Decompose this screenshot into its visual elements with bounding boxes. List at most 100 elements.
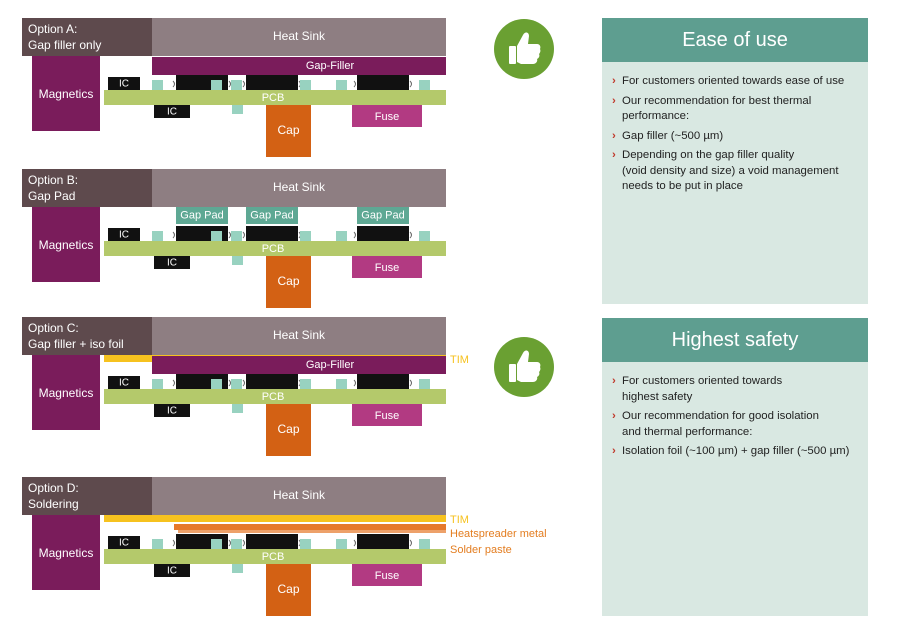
pcb-label: PCB [262, 92, 285, 104]
heat-sink-label: Heat Sink [273, 488, 326, 502]
smd-component [211, 379, 222, 389]
ic-top [108, 376, 140, 389]
gap-pad [357, 207, 409, 224]
cap-label: Cap [277, 274, 299, 288]
gap-pad-label: Gap Pad [250, 209, 293, 221]
smd-component [300, 231, 311, 241]
highest-safety-panel: Highest safety For customers oriented to… [602, 318, 868, 616]
panel-title: Highest safety [602, 318, 868, 362]
ic-top-label: IC [119, 230, 129, 241]
smd-component [152, 80, 163, 90]
smd-component [336, 379, 347, 389]
ic-bottom-label: IC [167, 107, 177, 118]
pcb [104, 389, 446, 404]
option-label: Soldering [28, 497, 79, 511]
heat-sink-label: Heat Sink [273, 180, 326, 194]
bullet-list: For customers oriented towards ease of u… [602, 62, 868, 195]
smd-component [152, 539, 163, 549]
smd-component [232, 564, 243, 573]
ic-top [108, 536, 140, 549]
smd-component [232, 256, 243, 265]
panel-title: Ease of use [602, 18, 868, 62]
option-label: Gap Pad [28, 189, 75, 203]
magnetics [32, 355, 100, 430]
solder-lead [409, 379, 412, 387]
ic-package [246, 534, 298, 549]
heatspreader-layer [174, 524, 446, 530]
capacitor [266, 404, 311, 456]
magnetics [32, 56, 100, 131]
gap-pad-label: Gap Pad [180, 209, 223, 221]
solder-lead [228, 379, 231, 387]
thumbs-up-icon [494, 337, 554, 397]
solder-paste-layer [178, 530, 446, 533]
option-label: Option A: [28, 22, 77, 36]
ease-of-use-panel: Ease of use For customers oriented towar… [602, 18, 868, 304]
option-label: Option B: [28, 173, 78, 187]
magnetics [32, 207, 100, 282]
solder-lead [228, 539, 231, 547]
pcb [104, 241, 446, 256]
fuse [352, 105, 422, 127]
solder-lead [353, 539, 356, 547]
heat-sink-label: Heat Sink [273, 328, 326, 342]
fuse [352, 404, 422, 426]
solder-lead [242, 539, 245, 547]
pcb [104, 90, 446, 105]
solder-lead [228, 80, 231, 88]
bullet-item: For customers oriented towards ease of u… [612, 74, 858, 90]
bullet-item: Gap filler (~500 µm) [612, 129, 858, 145]
ic-bottom [154, 564, 190, 577]
fuse [352, 564, 422, 586]
ic-top [108, 77, 140, 90]
fuse-label: Fuse [375, 262, 399, 274]
magnetics-label: Magnetics [39, 386, 94, 400]
ic-top-label: IC [119, 538, 129, 549]
ic-top-label: IC [119, 79, 129, 90]
smd-component [300, 539, 311, 549]
ic-package [246, 75, 298, 90]
ic-bottom [154, 256, 190, 269]
smd-component [231, 231, 242, 241]
magnetics-label: Magnetics [39, 546, 94, 560]
fuse [352, 256, 422, 278]
thumbs-up-icon [494, 19, 554, 79]
tim-label: TIM [450, 354, 469, 366]
solder-lead [172, 539, 175, 547]
smd-component [211, 539, 222, 549]
option-label: Option C: [28, 321, 79, 335]
capacitor [266, 564, 311, 616]
capacitor [266, 256, 311, 308]
gap-filler-layer [152, 356, 446, 374]
magnetics [32, 515, 100, 590]
solder-lead [242, 231, 245, 239]
fuse-label: Fuse [375, 410, 399, 422]
option-label: Option D: [28, 481, 79, 495]
option-label-box [22, 169, 152, 207]
ic-bottom-label: IC [167, 406, 177, 417]
smd-component [232, 404, 243, 413]
smd-component [336, 231, 347, 241]
tim-layer [104, 515, 446, 522]
smd-component [232, 105, 243, 114]
ic-bottom-label: IC [167, 258, 177, 269]
smd-component [231, 379, 242, 389]
tim-label: TIM [450, 514, 469, 526]
gap-filler-layer [152, 57, 446, 75]
smd-component [336, 80, 347, 90]
smd-component [152, 379, 163, 389]
ic-package [357, 374, 409, 389]
ic-bottom [154, 105, 190, 118]
smd-component [300, 379, 311, 389]
bullet-item: Isolation foil (~100 µm) + gap filler (~… [612, 444, 858, 460]
ic-top-label: IC [119, 378, 129, 389]
bullet-list: For customers oriented towards highest s… [602, 362, 868, 460]
solder-lead [353, 231, 356, 239]
ic-package [357, 534, 409, 549]
solder-lead [353, 379, 356, 387]
pcb-label: PCB [262, 391, 285, 403]
gap-pad-label: Gap Pad [361, 209, 404, 221]
solder-lead [409, 80, 412, 88]
solder-lead [172, 231, 175, 239]
bullet-item: Depending on the gap filler quality (voi… [612, 148, 858, 195]
